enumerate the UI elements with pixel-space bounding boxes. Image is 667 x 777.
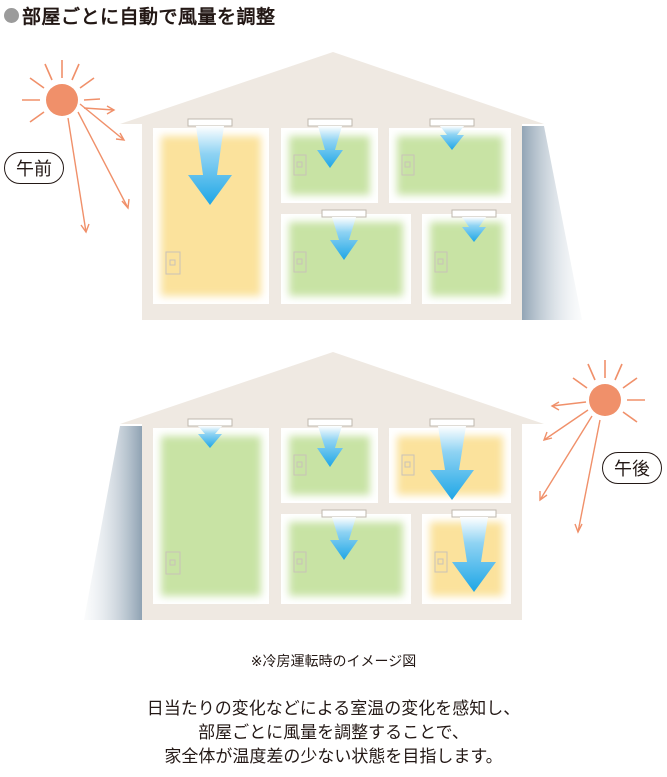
sun-morning-icon — [22, 60, 130, 234]
house-morning — [120, 52, 582, 320]
airflow-arrow-icon — [462, 217, 486, 242]
caption-line: 日当たりの変化などによる室温の変化を感知し、 — [146, 699, 521, 719]
sun-afternoon-icon — [539, 360, 645, 534]
caption: 日当たりの変化などによる室温の変化を感知し、 部屋ごとに風量を調整することで、 … — [0, 697, 667, 769]
airflow-arrow-icon — [317, 426, 343, 467]
airflow-arrow-icon — [452, 517, 496, 592]
airflow-arrow-icon — [317, 126, 343, 168]
airflow-arrows-morning — [188, 126, 486, 260]
airflow-arrow-icon — [330, 517, 358, 560]
airflow-arrow-icon — [330, 217, 358, 260]
bullet-dot-icon — [4, 8, 19, 23]
airflow-arrow-icon — [198, 426, 222, 448]
house-diagram — [22, 52, 645, 620]
airflow-arrow-icon — [188, 126, 232, 205]
airflow-arrows-afternoon — [198, 426, 496, 592]
heading: 部屋ごとに自動で風量を調整 — [4, 2, 276, 29]
morning-label: 午前 — [4, 152, 64, 184]
caption-line: 家全体が温度差の少ない状態を目指します。 — [164, 747, 503, 767]
roof — [120, 52, 544, 126]
roof — [120, 352, 544, 426]
caption-line: 部屋ごとに風量を調整することで、 — [198, 723, 469, 743]
afternoon-label: 午後 — [602, 452, 662, 484]
image-note: ※冷房運転時のイメージ図 — [250, 654, 417, 670]
shadow-left — [84, 426, 142, 620]
airflow-arrow-icon — [430, 426, 474, 500]
airflow-arrow-icon — [440, 126, 464, 150]
heading-text: 部屋ごとに自動で風量を調整 — [22, 6, 276, 28]
shadow-right — [521, 126, 582, 320]
